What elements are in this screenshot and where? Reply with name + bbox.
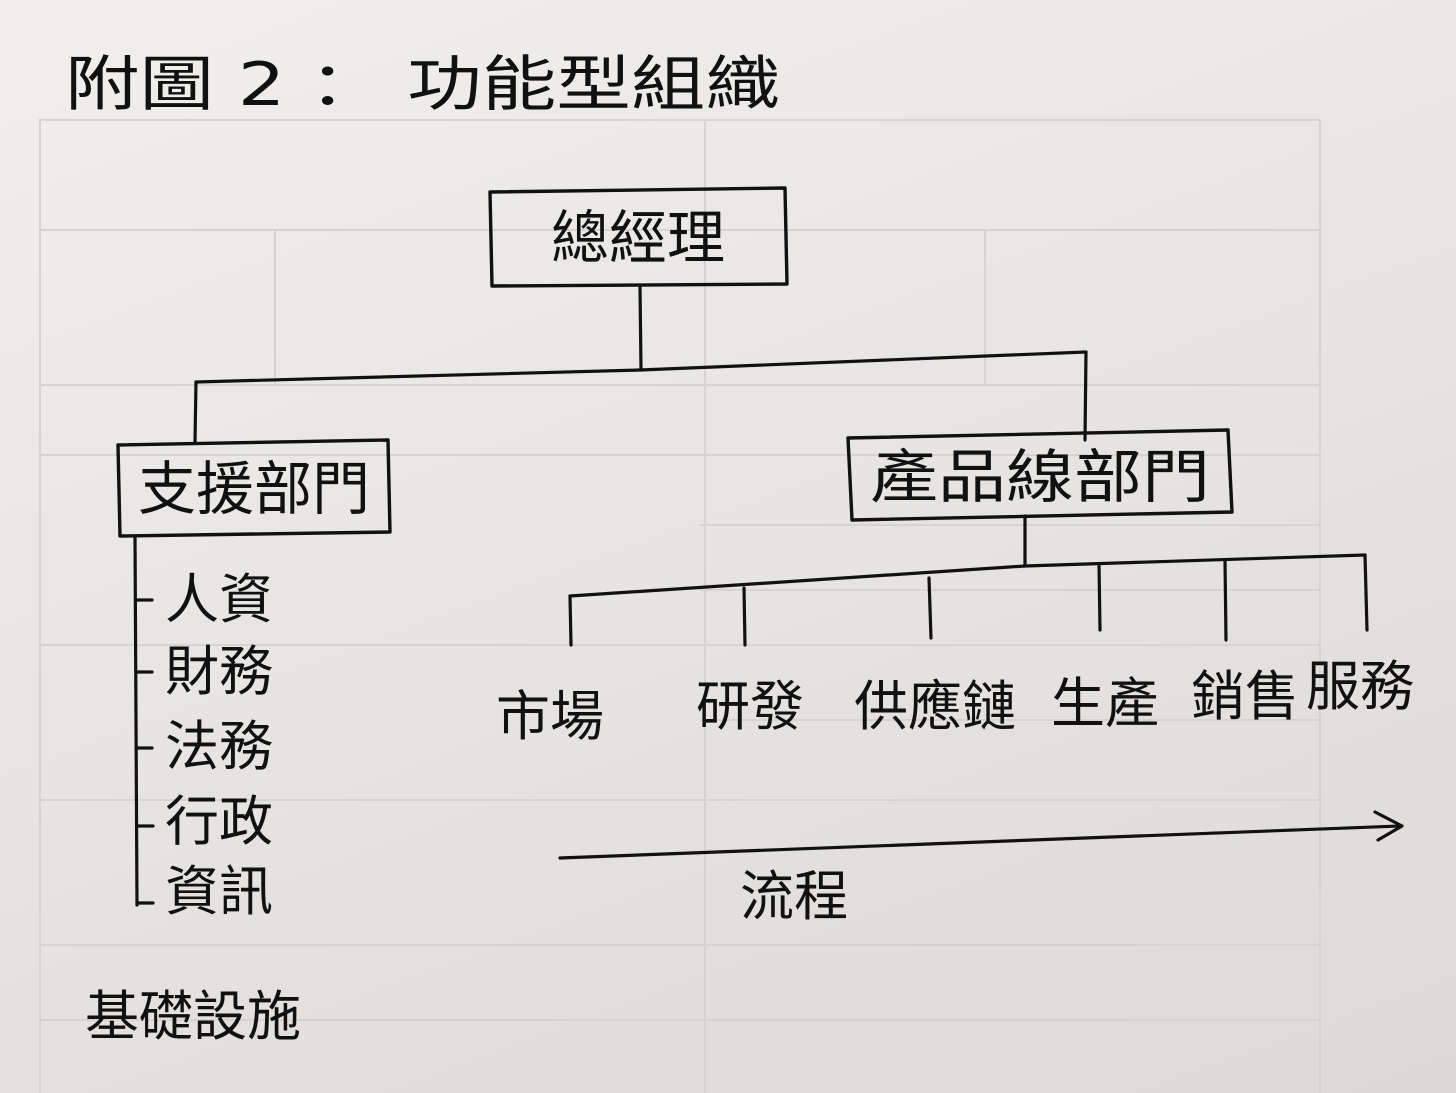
support-function-list: 人資 財務 法務 行政 資訊 基礎設施 bbox=[85, 534, 301, 1048]
arrow-head-icon bbox=[1373, 810, 1404, 842]
node-box bbox=[116, 438, 392, 538]
node-support-department: 支援部門 bbox=[116, 438, 392, 538]
list-item: 服務 bbox=[1306, 655, 1414, 718]
node-box bbox=[846, 428, 1234, 522]
list-item: 行政 bbox=[165, 790, 273, 853]
node-product-line-department: 產品線部門 bbox=[846, 428, 1234, 522]
list-item: 研發 bbox=[696, 675, 804, 738]
list-item: 資訊 bbox=[165, 860, 273, 923]
background-table-lines bbox=[39, 119, 1321, 1093]
connector-line bbox=[194, 350, 1088, 384]
list-item: 供應鏈 bbox=[854, 675, 1016, 738]
connector-line bbox=[927, 576, 933, 640]
connector-line bbox=[1223, 558, 1228, 642]
node-box bbox=[488, 186, 789, 288]
node-label: 支援部門 bbox=[138, 455, 370, 523]
root-connectors bbox=[193, 284, 1088, 444]
connector-line bbox=[1363, 553, 1369, 632]
flow-label: 流程 bbox=[740, 865, 848, 928]
support-footer-label: 基礎設施 bbox=[85, 985, 301, 1048]
connector-line bbox=[1083, 350, 1088, 442]
arrow-line bbox=[558, 824, 1402, 860]
process-flow-arrow: 流程 bbox=[558, 810, 1404, 928]
connector-line bbox=[193, 380, 198, 444]
connector-line bbox=[568, 594, 573, 647]
product-function-list: 市場 研發 供應鏈 生產 銷售 服務 bbox=[496, 655, 1414, 748]
list-item: 財務 bbox=[165, 640, 273, 703]
list-item: 生產 bbox=[1051, 672, 1159, 735]
connector-line bbox=[638, 284, 643, 372]
connector-line bbox=[133, 534, 139, 907]
node-general-manager: 總經理 bbox=[488, 186, 789, 288]
connector-line bbox=[742, 586, 747, 647]
product-line-connectors bbox=[568, 514, 1369, 647]
connector-line bbox=[1097, 562, 1102, 632]
node-label: 產品線部門 bbox=[870, 443, 1210, 511]
node-label: 總經理 bbox=[551, 204, 725, 272]
list-item: 法務 bbox=[165, 715, 273, 778]
list-item: 市場 bbox=[496, 685, 604, 748]
connector-line bbox=[568, 553, 1367, 598]
list-item: 銷售 bbox=[1191, 665, 1299, 728]
diagram-title: 附圖 2 ： 功能型組織 bbox=[65, 50, 780, 120]
list-item: 人資 bbox=[165, 568, 273, 631]
